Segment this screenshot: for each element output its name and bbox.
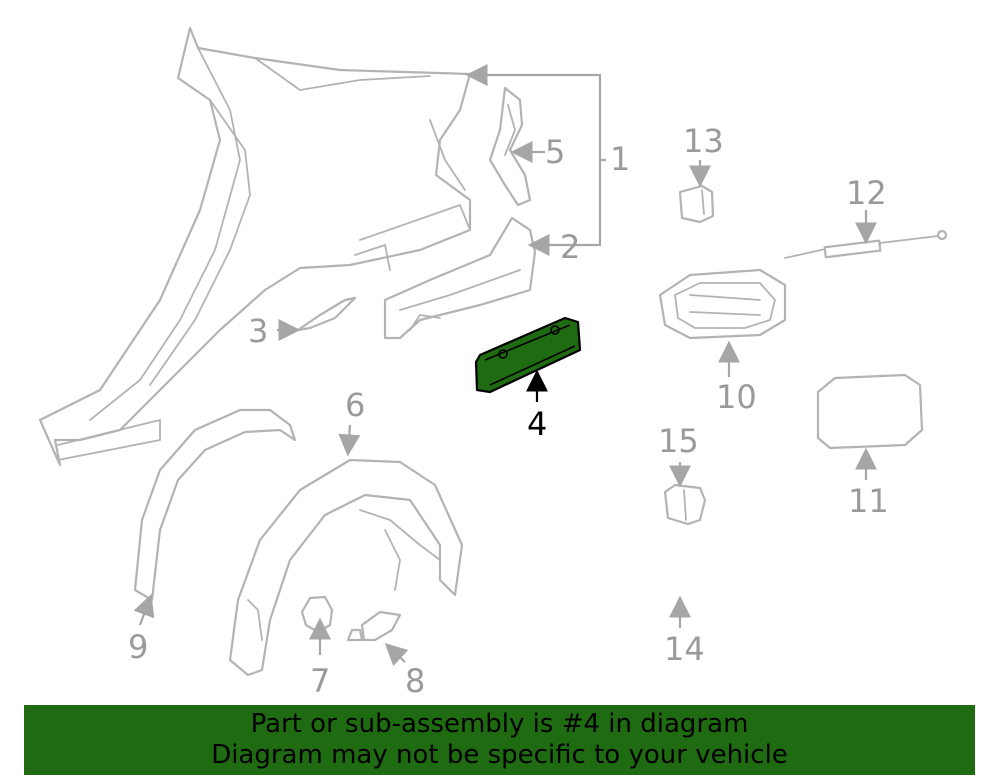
drain-hose-part-14 <box>678 451 759 599</box>
callout-4: 4 <box>527 405 547 443</box>
fuel-door-part-11 <box>816 373 924 450</box>
callout-14: 14 <box>664 630 705 668</box>
banner-line-disclaimer: Diagram may not be specific to your vehi… <box>211 740 788 770</box>
callout-5: 5 <box>545 133 565 171</box>
push-pin-part-8 <box>346 610 402 642</box>
release-cable-part-12 <box>784 229 948 259</box>
info-banner: Part or sub-assembly is #4 in diagram Di… <box>24 705 975 775</box>
bracket-part-5 <box>488 86 532 207</box>
callout-6: 6 <box>345 386 365 424</box>
clip-part-15 <box>663 483 707 526</box>
trim-part-3 <box>296 296 357 332</box>
leader-lines <box>133 64 877 667</box>
callout-8: 8 <box>405 662 425 700</box>
highlighted-part-4 <box>474 316 582 394</box>
callout-13: 13 <box>683 122 724 160</box>
callout-3: 3 <box>248 312 268 350</box>
callout-1: 1 <box>610 140 630 178</box>
callout-15: 15 <box>658 422 699 460</box>
callout-9: 9 <box>128 628 148 666</box>
parts-diagram: 1 2 3 4 5 6 7 8 9 10 11 12 13 14 15 <box>38 26 948 700</box>
callout-12: 12 <box>846 174 887 212</box>
quarter-panel-part <box>38 26 472 467</box>
fuel-door-housing-part-10 <box>658 268 787 340</box>
banner-line-part-number: Part or sub-assembly is #4 in diagram <box>250 709 749 739</box>
callout-7: 7 <box>310 662 330 700</box>
clip-part-13 <box>678 184 715 224</box>
clip-part-7 <box>300 595 334 634</box>
callout-11: 11 <box>848 482 889 520</box>
arch-molding-part-9 <box>133 408 297 602</box>
wheel-liner-part-6 <box>228 458 464 677</box>
callout-2: 2 <box>560 228 580 266</box>
callout-10: 10 <box>716 378 757 416</box>
